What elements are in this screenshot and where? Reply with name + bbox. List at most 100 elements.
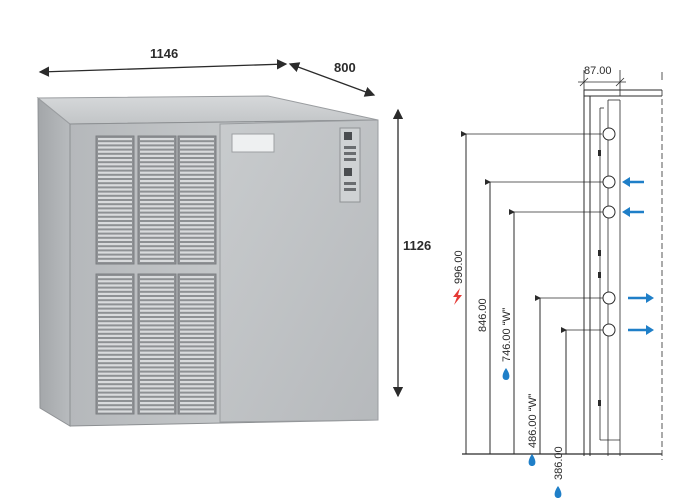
vent-slat xyxy=(98,184,132,187)
depth-label: 800 xyxy=(334,60,356,75)
vent-slat xyxy=(98,385,132,388)
width-dimension: 1146 xyxy=(38,46,288,77)
vent-slat xyxy=(140,280,174,283)
vent-slat xyxy=(140,406,174,409)
vent-slat xyxy=(140,410,174,413)
vent-slat xyxy=(98,196,132,199)
vent-slat xyxy=(180,297,214,300)
vent-slat xyxy=(140,355,174,358)
vent-slat xyxy=(140,292,174,295)
vent-slat xyxy=(98,339,132,342)
frame-bolt xyxy=(598,272,601,278)
ice-maker-unit xyxy=(36,95,379,427)
vent-slat xyxy=(180,288,214,291)
vent-slat xyxy=(180,255,214,258)
vent-slat xyxy=(140,397,174,400)
vent-slat xyxy=(140,372,174,375)
vent-slat xyxy=(140,360,174,363)
vent-panel xyxy=(177,135,217,265)
vent-slat xyxy=(98,142,132,145)
frame-bolt xyxy=(598,250,601,256)
vent-slat xyxy=(98,343,132,346)
vent-slat xyxy=(180,163,214,166)
vent-slat xyxy=(180,280,214,283)
water-drop-icon xyxy=(528,454,536,466)
vent-slat xyxy=(98,205,132,208)
vent-slat xyxy=(98,322,132,325)
water-drop-icon xyxy=(554,486,562,498)
vent-slat xyxy=(98,288,132,291)
vent-slat xyxy=(180,238,214,241)
vent-slat xyxy=(180,209,214,212)
vent-slat xyxy=(140,138,174,141)
vent-slat xyxy=(98,360,132,363)
vent-slat xyxy=(98,201,132,204)
vent-slat xyxy=(140,175,174,178)
vent-slat xyxy=(140,297,174,300)
vent-slat xyxy=(180,154,214,157)
vent-slat xyxy=(98,171,132,174)
height-label: 846.00 xyxy=(477,298,489,332)
vent-slat xyxy=(180,259,214,262)
vent-slat xyxy=(98,217,132,220)
vent-slat xyxy=(98,326,132,329)
vent-slat xyxy=(98,138,132,141)
vent-slat xyxy=(140,226,174,229)
vent-slat xyxy=(98,402,132,405)
vent-slat xyxy=(180,188,214,191)
vent-slat xyxy=(140,222,174,225)
vent-slat xyxy=(180,372,214,375)
vent-slat xyxy=(140,259,174,262)
cabinet-top-face xyxy=(36,95,379,125)
vent-slat xyxy=(180,351,214,354)
vent-slat xyxy=(98,192,132,195)
vent-slat xyxy=(140,322,174,325)
vent-slat xyxy=(180,167,214,170)
vent-slat xyxy=(98,175,132,178)
vent-slat xyxy=(98,255,132,258)
vent-slat xyxy=(98,347,132,350)
vent-slat xyxy=(140,305,174,308)
vent-slat xyxy=(180,301,214,304)
vent-slat xyxy=(140,334,174,337)
vent-slat xyxy=(140,368,174,371)
vent-slat xyxy=(140,255,174,258)
vent-slat xyxy=(140,385,174,388)
vent-slat xyxy=(98,309,132,312)
vent-slat xyxy=(140,330,174,333)
vent-slat xyxy=(180,234,214,237)
vent-slat xyxy=(180,276,214,279)
vent-slat xyxy=(98,230,132,233)
vent-slat xyxy=(180,150,214,153)
vent-slat xyxy=(180,305,214,308)
vent-slat xyxy=(98,292,132,295)
vent-slat xyxy=(180,410,214,413)
vent-slat xyxy=(98,284,132,287)
vent-slat xyxy=(140,288,174,291)
frame-bolt xyxy=(598,400,601,406)
vent-slat xyxy=(140,188,174,191)
cabinet-side-face xyxy=(37,96,71,427)
vent-slat xyxy=(140,234,174,237)
vent-slat xyxy=(180,339,214,342)
lightning-icon xyxy=(453,288,462,305)
vent-slat xyxy=(180,222,214,225)
vent-slat xyxy=(180,322,214,325)
vent-slat xyxy=(140,230,174,233)
vent-slat xyxy=(98,259,132,262)
vent-slat xyxy=(180,347,214,350)
vent-slat xyxy=(140,351,174,354)
vent-slat xyxy=(98,351,132,354)
vent-slat xyxy=(140,196,174,199)
outlet-arrowhead-icon xyxy=(646,325,654,335)
vent-slat xyxy=(98,188,132,191)
vent-slat xyxy=(180,138,214,141)
height-label: 386.00 xyxy=(553,446,565,480)
vent-slat xyxy=(98,213,132,216)
vent-slat xyxy=(98,305,132,308)
control-panel xyxy=(339,127,361,203)
vent-slat xyxy=(140,213,174,216)
